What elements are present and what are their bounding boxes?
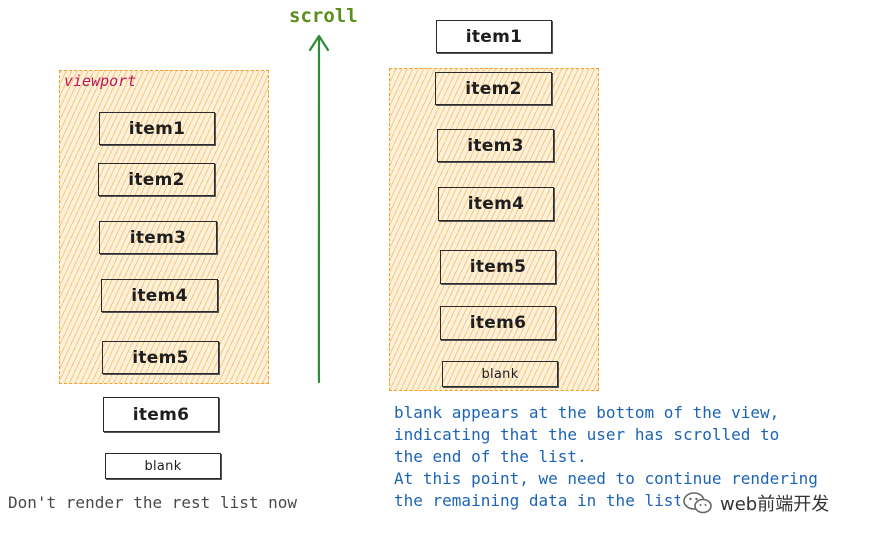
left-viewport [59,70,269,384]
right-item-6: item6 [440,306,556,340]
right-note-line-1: blank appears at the bottom of the view, [394,403,780,422]
scroll-arrow-icon [308,34,330,384]
right-blank-item: blank [442,361,558,387]
left-blank-item: blank [105,453,221,479]
right-item-4: item4 [438,187,554,221]
viewport-label: viewport [64,72,137,90]
right-item-2: item2 [435,72,552,105]
left-item-3: item3 [99,221,217,254]
scroll-label: scroll [289,5,358,27]
right-item-5: item5 [440,250,556,284]
left-item-1: item1 [99,112,215,145]
right-note-line-5: the remaining data in the list. [394,491,693,510]
right-item-3: item3 [437,129,554,162]
watermark: web前端开发 [680,488,836,518]
right-note-line-4: At this point, we need to continue rende… [394,469,818,488]
right-note-line-3: the end of the list. [394,447,587,466]
right-note: blank appears at the bottom of the view,… [394,402,818,512]
left-item-2: item2 [98,163,215,196]
wechat-icon [683,492,712,514]
right-note-line-2: indicating that the user has scrolled to [394,425,780,444]
left-note: Don't render the rest list now [8,493,297,512]
right-item-1: item1 [436,20,552,53]
watermark-text: web前端开发 [720,494,830,515]
right-viewport [389,68,599,391]
left-item-6: item6 [103,397,219,432]
left-item-5: item5 [102,341,219,374]
left-item-4: item4 [101,279,218,312]
